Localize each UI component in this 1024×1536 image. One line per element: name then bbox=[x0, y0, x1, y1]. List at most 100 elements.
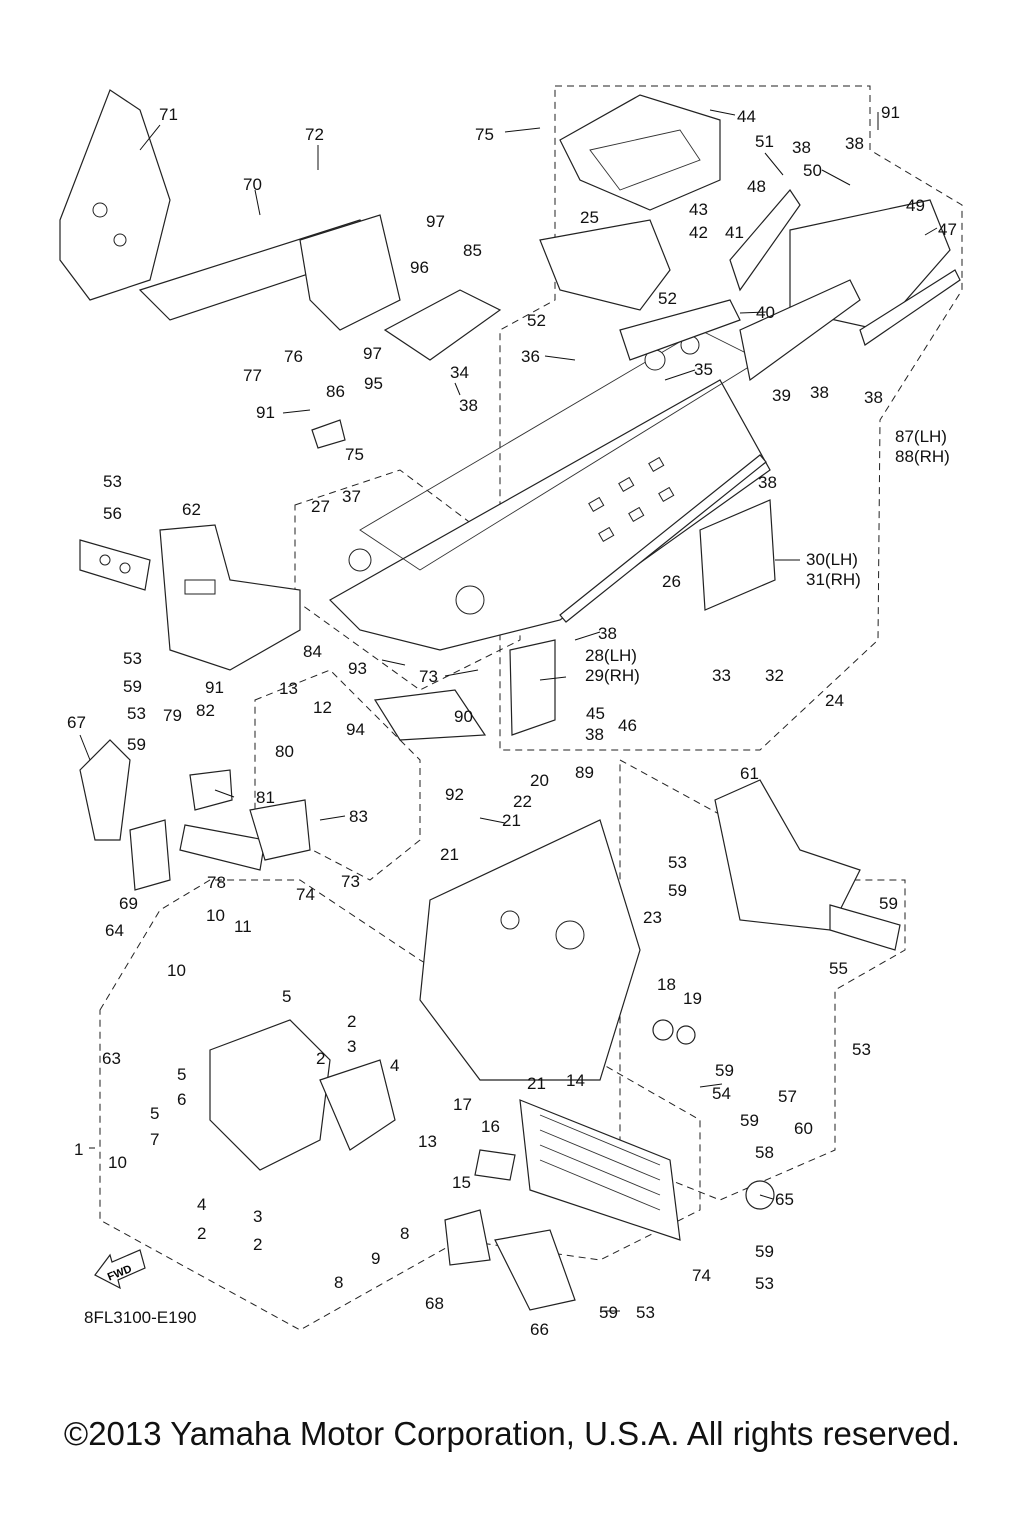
plate-96 bbox=[383, 289, 502, 361]
callout: 38 bbox=[459, 396, 478, 415]
callout: 46 bbox=[618, 716, 637, 735]
callout: 53 bbox=[852, 1040, 871, 1059]
callout: 33 bbox=[712, 666, 731, 685]
duct-68 bbox=[444, 1209, 491, 1266]
diagram-code: 8FL3100-E190 bbox=[84, 1308, 197, 1327]
callout: 53 bbox=[123, 649, 142, 668]
callout: 81 bbox=[256, 788, 275, 807]
callout: 30(LH) bbox=[806, 550, 858, 569]
callout: 71 bbox=[159, 105, 178, 124]
bracket-30-31 bbox=[699, 499, 776, 611]
callout: 8 bbox=[334, 1273, 343, 1292]
callout: 66 bbox=[530, 1320, 549, 1339]
callout: 31(RH) bbox=[806, 570, 861, 589]
callout: 58 bbox=[755, 1143, 774, 1162]
callout: 53 bbox=[127, 704, 146, 723]
callout: 59 bbox=[755, 1242, 774, 1261]
callout: 61 bbox=[740, 764, 759, 783]
tunnel-frame-26 bbox=[329, 329, 771, 651]
callout: 96 bbox=[410, 258, 429, 277]
callout: 73 bbox=[419, 667, 438, 686]
callout: 59 bbox=[715, 1061, 734, 1080]
callout: 38 bbox=[758, 473, 777, 492]
callout: 26 bbox=[662, 572, 681, 591]
callout: 5 bbox=[150, 1104, 159, 1123]
callout: 49 bbox=[906, 196, 925, 215]
callout: 62 bbox=[182, 500, 201, 519]
callout: 75 bbox=[475, 125, 494, 144]
callout: 97 bbox=[363, 344, 382, 363]
plate-78 bbox=[179, 824, 266, 871]
cover-67 bbox=[79, 739, 131, 841]
callout: 2 bbox=[253, 1235, 262, 1254]
front-panel-71 bbox=[59, 89, 171, 301]
callout: 2 bbox=[347, 1012, 356, 1031]
callout: 83 bbox=[349, 807, 368, 826]
callout: 53 bbox=[103, 472, 122, 491]
callout: 12 bbox=[313, 698, 332, 717]
callout: 53 bbox=[755, 1274, 774, 1293]
bracket-28-29 bbox=[509, 639, 556, 736]
callout: 53 bbox=[668, 853, 687, 872]
callout: 3 bbox=[347, 1037, 356, 1056]
callout: 6 bbox=[177, 1090, 186, 1109]
callout: 63 bbox=[102, 1049, 121, 1068]
callout: 74 bbox=[296, 885, 315, 904]
callout: 59 bbox=[599, 1303, 618, 1322]
callout: 28(LH) bbox=[585, 646, 637, 665]
callout: 69 bbox=[119, 894, 138, 913]
callout: 4 bbox=[390, 1056, 399, 1075]
callout: 48 bbox=[747, 177, 766, 196]
bracket-41 bbox=[539, 219, 671, 311]
callout: 21 bbox=[527, 1074, 546, 1093]
hose-15 bbox=[474, 1149, 516, 1181]
callout: 10 bbox=[167, 961, 186, 980]
callout: 97 bbox=[426, 212, 445, 231]
callout: 73 bbox=[341, 872, 360, 891]
callout: 91 bbox=[881, 103, 900, 122]
duct-66 bbox=[494, 1229, 576, 1311]
callout: 24 bbox=[825, 691, 844, 710]
callout: 88(RH) bbox=[895, 447, 950, 466]
callout: 45 bbox=[586, 704, 605, 723]
callout: 32 bbox=[765, 666, 784, 685]
callout: 91 bbox=[205, 678, 224, 697]
bracket-62 bbox=[159, 524, 301, 671]
callout: 17 bbox=[453, 1095, 472, 1114]
plate-55 bbox=[829, 904, 901, 951]
callout: 22 bbox=[513, 792, 532, 811]
callout: 77 bbox=[243, 366, 262, 385]
callout: 38 bbox=[598, 624, 617, 643]
callout: 41 bbox=[725, 223, 744, 242]
callout: 76 bbox=[284, 347, 303, 366]
callout: 59 bbox=[668, 881, 687, 900]
callout: 68 bbox=[425, 1294, 444, 1313]
cover-61 bbox=[714, 779, 861, 931]
callout: 25 bbox=[580, 208, 599, 227]
callout: 34 bbox=[450, 363, 469, 382]
callout: 2 bbox=[316, 1049, 325, 1068]
callout: 19 bbox=[683, 989, 702, 1008]
callout: 85 bbox=[463, 241, 482, 260]
callout: 35 bbox=[694, 360, 713, 379]
callout: 65 bbox=[775, 1190, 794, 1209]
leader-lines bbox=[79, 109, 938, 1312]
bracket-69 bbox=[129, 819, 171, 891]
callout: 36 bbox=[521, 347, 540, 366]
callout: 13 bbox=[418, 1132, 437, 1151]
upper-column-70 bbox=[138, 214, 401, 331]
callout: 5 bbox=[282, 987, 291, 1006]
callout: 55 bbox=[829, 959, 848, 978]
bearing-18 bbox=[652, 1019, 674, 1041]
tunnel-holes bbox=[348, 335, 700, 615]
callout: 78 bbox=[207, 873, 226, 892]
callout: 5 bbox=[177, 1065, 186, 1084]
bracket-80 bbox=[249, 799, 311, 861]
callout: 44 bbox=[737, 107, 756, 126]
callout: 23 bbox=[643, 908, 662, 927]
callout: 21 bbox=[440, 845, 459, 864]
front-arm-assembly-1 bbox=[209, 1019, 396, 1171]
callout: 29(RH) bbox=[585, 666, 640, 685]
callout: 38 bbox=[864, 388, 883, 407]
